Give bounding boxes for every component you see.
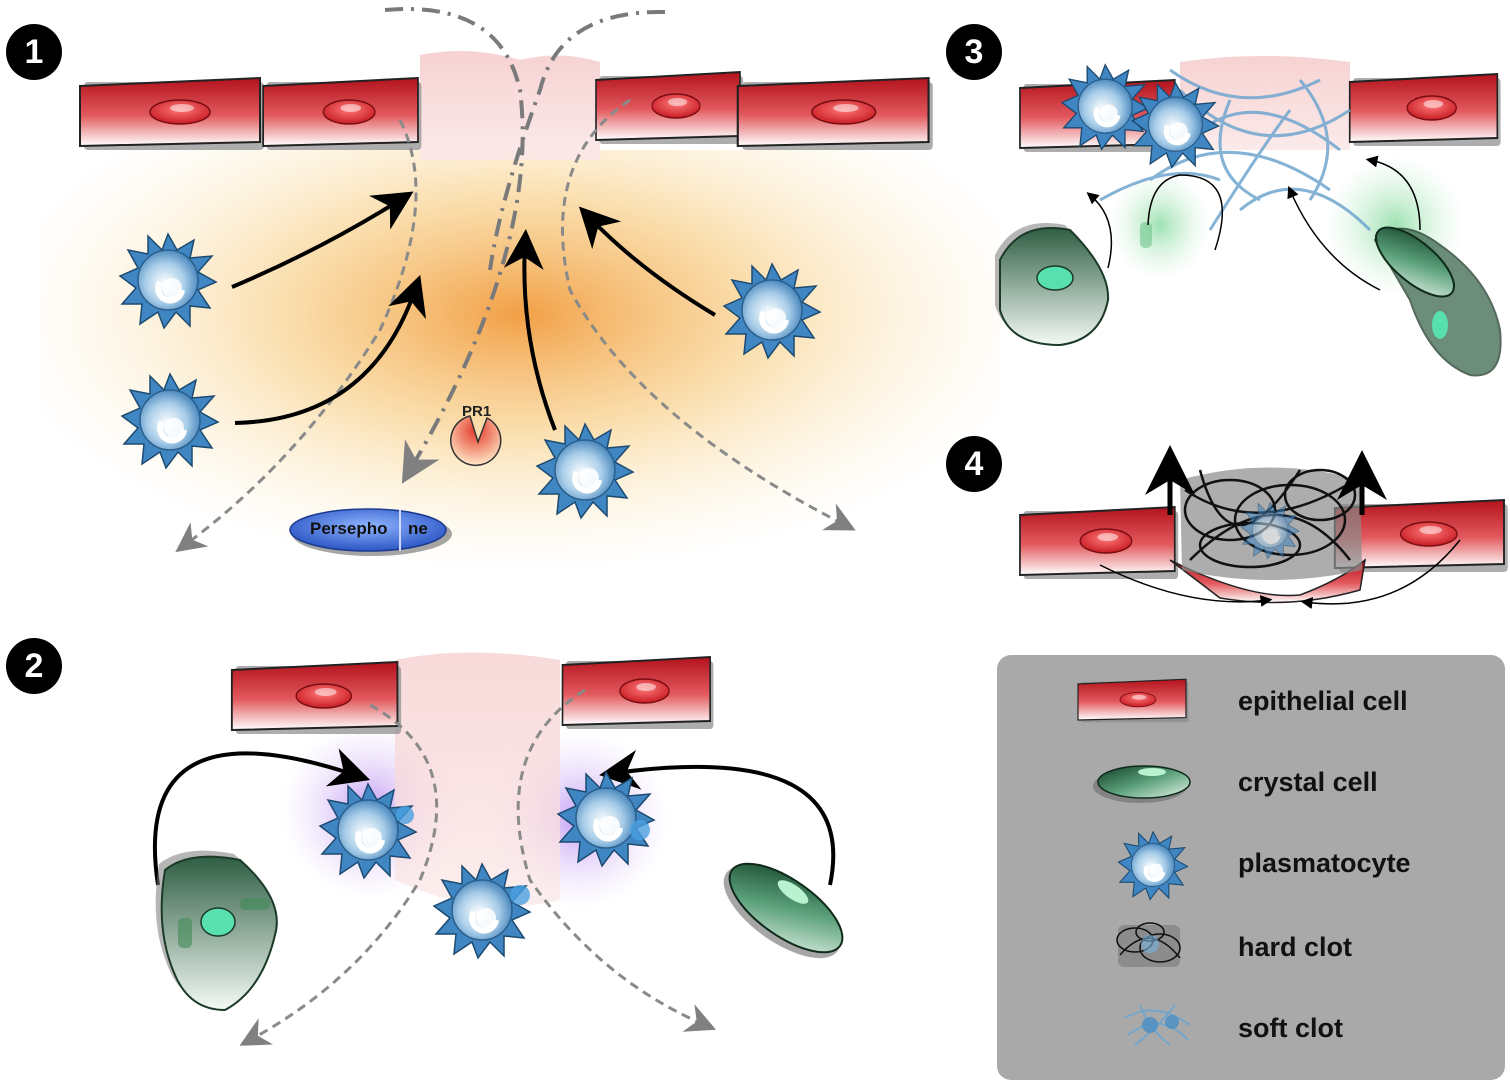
epithelial-cell xyxy=(736,76,934,152)
panel-1 xyxy=(40,7,1000,620)
legend-box xyxy=(997,655,1505,1080)
panel-1-wound xyxy=(420,51,600,160)
epithelial-cell xyxy=(561,656,715,730)
legend-label-crystal: crystal cell xyxy=(1238,767,1378,797)
panel-number-3: 3 xyxy=(946,24,1002,80)
panel-3 xyxy=(995,56,1502,377)
migration-arrow xyxy=(503,229,557,431)
migration-arrow xyxy=(234,274,427,425)
epithelial-cell xyxy=(1018,506,1180,580)
legend-icons xyxy=(1077,678,1191,1046)
crystal-cell xyxy=(1373,226,1502,377)
persephone-label-left: Persepho xyxy=(310,519,388,538)
panel-2 xyxy=(152,652,844,1046)
migration-arrow xyxy=(578,206,717,317)
epithelial-cell xyxy=(230,661,403,735)
crystal-cell-spread xyxy=(995,223,1110,347)
crystal-cell-spread xyxy=(155,850,278,1012)
panel-4 xyxy=(1018,445,1509,609)
legend-hard-clot-icon xyxy=(1116,922,1181,967)
diffusion-arrow xyxy=(239,703,439,1046)
epithelial-cell xyxy=(595,71,745,145)
pr1-label: PR1 xyxy=(462,403,492,420)
signal-path xyxy=(384,7,525,484)
legend-soft-clot-icon xyxy=(1124,1004,1191,1046)
panel-2-wound xyxy=(395,652,560,907)
legend-label-epithelial: epithelial cell xyxy=(1238,686,1408,716)
hard-clot xyxy=(1180,467,1362,580)
diffusion-arrow xyxy=(561,98,856,531)
persephone-protease xyxy=(289,508,452,556)
epithelial-cell xyxy=(79,77,265,151)
legend-label-hard-clot: hard clot xyxy=(1238,932,1353,962)
epithelial-cell xyxy=(1348,73,1502,147)
legend-epithelial-icon xyxy=(1077,678,1190,724)
signal-path xyxy=(488,9,666,271)
migration-arrow xyxy=(599,749,836,886)
panel-1-glow xyxy=(40,150,1000,620)
legend-crystal-icon xyxy=(1093,765,1191,803)
panel-number-1: 1 xyxy=(6,24,62,80)
epithelial-cell xyxy=(262,77,423,151)
legend-plasmatocyte-icon xyxy=(1118,832,1187,900)
legend-label-soft-clot: soft clot xyxy=(1238,1013,1343,1043)
migration-arrow xyxy=(152,748,371,886)
panel-number-2: 2 xyxy=(6,638,62,694)
diffusion-arrow xyxy=(175,119,418,553)
pr1-protease xyxy=(450,415,502,467)
legend-label-plasmatocyte: plasmatocyte xyxy=(1238,848,1411,878)
panel-number-4: 4 xyxy=(946,436,1002,492)
diffusion-arrow xyxy=(516,688,717,1032)
persephone-label-right: ne xyxy=(408,519,428,538)
migration-arrow xyxy=(231,191,414,289)
crystal-cell xyxy=(723,862,844,959)
